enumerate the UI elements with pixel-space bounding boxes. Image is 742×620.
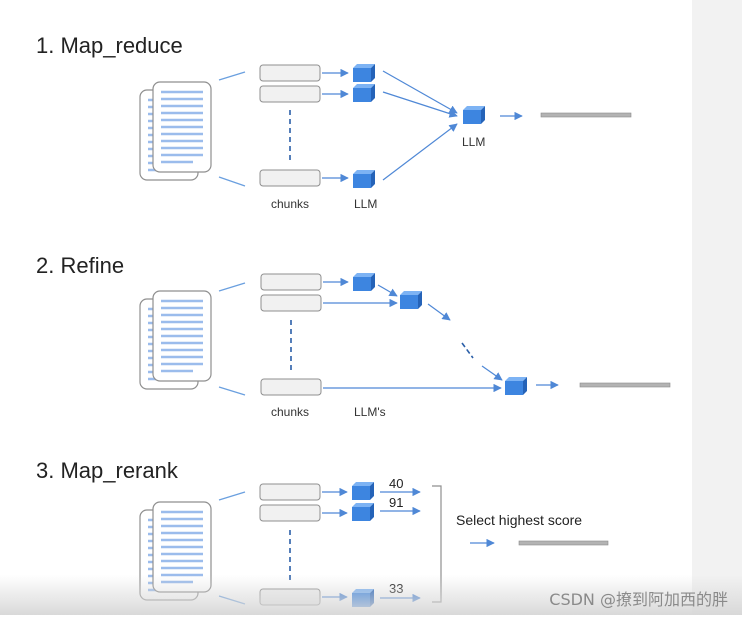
arrow	[382, 70, 458, 114]
chunk-box	[259, 64, 321, 82]
document-stack	[140, 82, 211, 180]
connector-line	[218, 71, 246, 81]
select-label: Select highest score	[456, 512, 582, 528]
llm-label: LLM's	[354, 405, 386, 419]
arrow	[382, 91, 458, 118]
llm-label: LLM	[354, 197, 377, 211]
connector-line	[218, 386, 246, 396]
llm-cube	[353, 273, 375, 291]
watermark-text: CSDN @撩到阿加西的胖	[549, 590, 728, 609]
llm-cube	[353, 170, 375, 188]
llm-cube	[352, 482, 374, 500]
section-title: 1. Map_reduce	[36, 33, 183, 58]
chunk-box	[259, 483, 321, 501]
llm-cube	[352, 503, 374, 521]
connector-line	[218, 176, 246, 187]
ellipsis-dashes	[461, 342, 474, 359]
arrow	[382, 123, 458, 181]
arrow	[481, 365, 503, 381]
chunk-box	[259, 85, 321, 103]
bottom-overlay	[0, 575, 742, 615]
chunk-box	[259, 504, 321, 522]
output-bar	[579, 382, 671, 388]
final-llm-label: LLM	[462, 135, 485, 149]
score-label: 91	[389, 495, 403, 510]
section-title: 2. Refine	[36, 253, 124, 278]
llm-cube	[353, 84, 375, 102]
chunks-label: chunks	[271, 197, 309, 211]
llm-cube	[353, 64, 375, 82]
chunk-box	[259, 169, 321, 187]
section-map-reduce: 1. Map_reduce chunks LLM LLM	[36, 33, 632, 211]
chunk-box	[260, 273, 322, 291]
score-label: 40	[389, 476, 403, 491]
connector-line	[218, 491, 246, 501]
document-stack	[140, 291, 211, 389]
section-refine: 2. Refine chunks LLM's	[36, 253, 671, 419]
side-panel-strip	[692, 0, 742, 615]
llm-cube	[505, 377, 527, 395]
chunk-box	[260, 378, 322, 396]
chunks-label: chunks	[271, 405, 309, 419]
output-bar	[518, 540, 609, 546]
arrow	[427, 303, 451, 321]
output-bar	[540, 112, 632, 118]
connector-line	[218, 282, 246, 292]
arrow	[377, 284, 398, 297]
final-llm-cube	[463, 106, 485, 124]
llm-cube	[400, 291, 422, 309]
chunk-box	[260, 294, 322, 312]
section-title: 3. Map_rerank	[36, 458, 179, 483]
